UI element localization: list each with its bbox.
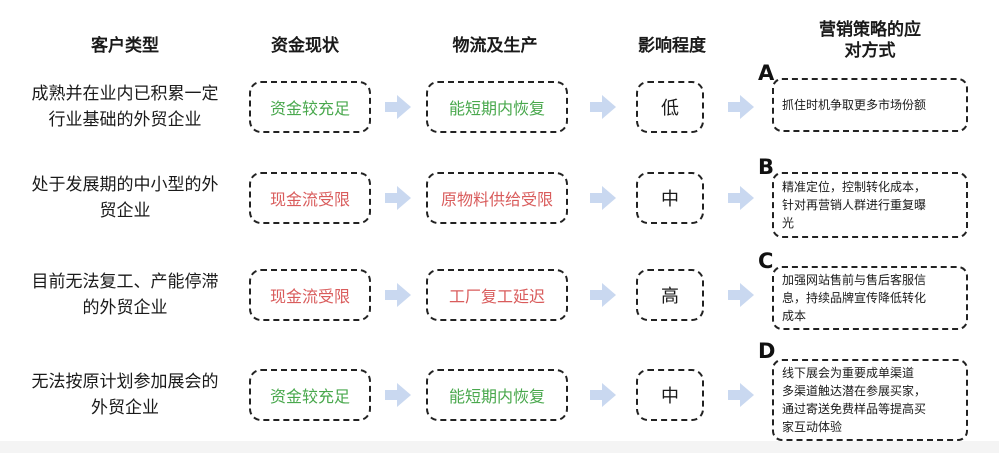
strategy-box: 精准定位，控制转化成本， 针对再营销人群进行重复曝 光 — [772, 172, 968, 238]
bottom-strip — [0, 441, 999, 453]
right-arrow-icon — [728, 382, 754, 408]
right-arrow-icon — [590, 185, 616, 211]
customer-type-label: 成熟并在业内已积累一定 行业基础的外贸企业 — [31, 84, 219, 130]
impact-level-box: 中 — [636, 369, 704, 421]
right-arrow-icon — [590, 94, 616, 120]
capital-status-box: 资金较充足 — [249, 81, 371, 133]
header-logistics-production: 物流及生产 — [452, 35, 538, 56]
strategy-box: 线下展会为重要成单渠道 多渠道触达潜在参展买家， 通过寄送免费样品等提高买 家互… — [772, 359, 968, 441]
header-strategy: 营销策略的应 对方式 — [819, 20, 921, 61]
header-customer-type: 客户类型 — [91, 35, 159, 56]
strategy-letter: D — [758, 339, 776, 363]
strategy-letter: B — [758, 155, 775, 179]
header-impact-level: 影响程度 — [638, 35, 706, 56]
right-arrow-icon — [385, 382, 411, 408]
right-arrow-icon — [590, 282, 616, 308]
customer-type-label: 目前无法复工、产能停滞 的外贸企业 — [31, 272, 219, 318]
right-arrow-icon — [385, 185, 411, 211]
right-arrow-icon — [385, 94, 411, 120]
header-capital-status: 资金现状 — [271, 35, 339, 56]
capital-status-box: 现金流受限 — [249, 172, 371, 224]
strategy-box: 加强网站售前与售后客服信 息，持续品牌宣传降低转化 成本 — [772, 266, 968, 330]
strategy-letter: A — [758, 61, 775, 85]
logistics-status-box: 工厂复工延迟 — [426, 269, 568, 321]
impact-level-box: 中 — [636, 172, 704, 224]
customer-type-label: 无法按原计划参加展会的 外贸企业 — [31, 372, 219, 418]
right-arrow-icon — [385, 282, 411, 308]
customer-type-label: 处于发展期的中小型的外 贸企业 — [31, 175, 219, 221]
right-arrow-icon — [728, 94, 754, 120]
strategy-box: 抓住时机争取更多市场份额 — [772, 78, 968, 132]
right-arrow-icon — [728, 282, 754, 308]
strategy-letter: C — [758, 249, 774, 273]
right-arrow-icon — [728, 185, 754, 211]
logistics-status-box: 能短期内恢复 — [426, 369, 568, 421]
right-arrow-icon — [590, 382, 616, 408]
impact-level-box: 低 — [636, 81, 704, 133]
capital-status-box: 现金流受限 — [249, 269, 371, 321]
impact-level-box: 高 — [636, 269, 704, 321]
capital-status-box: 资金较充足 — [249, 369, 371, 421]
logistics-status-box: 能短期内恢复 — [426, 81, 568, 133]
logistics-status-box: 原物料供给受限 — [426, 172, 568, 224]
